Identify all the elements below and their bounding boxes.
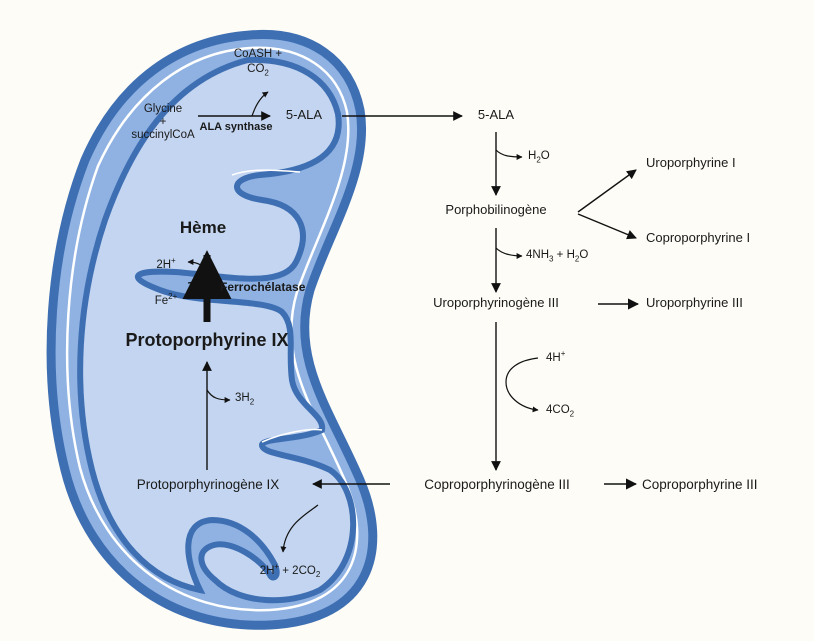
glycine-text: Glycine	[144, 103, 182, 115]
co2-subscript: 2	[264, 68, 268, 77]
label-4h: 4H+	[546, 349, 565, 365]
arrow-pbg-to-uro-i	[578, 170, 636, 212]
h2o-text-b: O	[541, 150, 550, 162]
uroporphyrine-i-text: Uroporphyrine I	[646, 155, 736, 170]
3h2-subscript: 2	[250, 397, 254, 406]
heme-text: Hème	[180, 218, 226, 237]
4h-superscript: +	[561, 349, 566, 358]
coash-text: CoASH +	[234, 48, 282, 60]
label-2h: 2H+	[156, 256, 175, 272]
coproporphyrine-i-text: Coproporphyrine I	[646, 230, 750, 245]
ala-mito-text: 5-ALA	[286, 107, 322, 122]
label-co2: CO2	[247, 63, 269, 77]
plus-text: +	[160, 116, 167, 128]
label-uroporphyrine-iii: Uroporphyrine III	[646, 296, 743, 311]
2h-2co2-text-b: + 2CO	[279, 565, 316, 577]
arrow-4h-4co2	[506, 358, 538, 410]
arrow-h2o-release	[496, 150, 522, 157]
label-3h2: 3H2	[235, 392, 254, 406]
label-ala-mito: 5-ALA	[286, 108, 322, 123]
label-2h-2co2: 2H+ + 2CO2	[260, 562, 321, 579]
label-succinylcoa: succinylCoA	[131, 129, 194, 142]
label-protoporphyrine-ix: Protoporphyrine IX	[125, 330, 288, 351]
label-ala-cytosol: 5-ALA	[478, 108, 514, 123]
label-coproporphyrine-i: Coproporphyrine I	[646, 231, 750, 246]
2h-superscript: +	[171, 256, 176, 265]
nh3-text-a: 4NH	[526, 249, 549, 261]
nh3-text-b: + H	[553, 249, 574, 261]
coproporphyrine-iii-text: Coproporphyrine III	[642, 477, 758, 492]
ferrochelatase-text: Ferrochélatase	[220, 280, 305, 294]
label-fe: Fe2+	[155, 292, 178, 308]
arrow-nh3-release	[496, 248, 522, 256]
label-plus: +	[160, 116, 167, 129]
label-ala-synthase: ALA synthase	[200, 121, 273, 134]
4h-text: 4H	[546, 352, 561, 364]
label-nh3-h2o: 4NH3 + H2O	[526, 249, 588, 263]
label-protoporphyrinogene-ix: Protoporphyrinogène IX	[137, 477, 280, 493]
label-heme: Hème	[180, 218, 226, 238]
ala-cytosol-text: 5-ALA	[478, 107, 514, 122]
label-coproporphyrine-iii: Coproporphyrine III	[642, 477, 758, 493]
2h-text: 2H	[156, 259, 171, 271]
arrow-pbg-to-copro-i	[578, 214, 636, 238]
nh3-text-c: O	[579, 249, 588, 261]
label-uroporphyrinogene-iii: Uroporphyrinogène III	[433, 296, 559, 311]
coproporphyrinogene-iii-text: Coproporphyrinogène III	[424, 477, 570, 492]
fe-text: Fe	[155, 295, 168, 307]
2h-2co2-subscript: 2	[316, 570, 320, 579]
label-porphobilinogene: Porphobilinogène	[445, 203, 546, 218]
3h2-text: 3H	[235, 392, 250, 404]
label-glycine: Glycine	[144, 103, 182, 116]
uroporphyrinogene-iii-text: Uroporphyrinogène III	[433, 295, 559, 310]
label-uroporphyrine-i: Uroporphyrine I	[646, 156, 736, 171]
fe-superscript: 2+	[168, 292, 177, 301]
uroporphyrine-iii-text: Uroporphyrine III	[646, 295, 743, 310]
co2-text: CO	[247, 63, 264, 75]
4co2-text: 4CO	[546, 404, 570, 416]
succinylcoa-text: succinylCoA	[131, 129, 194, 141]
protoporphyrinogene-ix-text: Protoporphyrinogène IX	[137, 477, 280, 492]
porphobilinogene-text: Porphobilinogène	[445, 202, 546, 217]
4co2-subscript: 2	[570, 409, 574, 418]
label-ferrochelatase: Ferrochélatase	[220, 281, 305, 295]
protoporphyrine-ix-text: Protoporphyrine IX	[125, 330, 288, 350]
ala-synthase-text: ALA synthase	[200, 121, 273, 133]
label-4co2: 4CO2	[546, 404, 574, 418]
label-coproporphyrinogene-iii: Coproporphyrinogène III	[424, 477, 570, 493]
2h-2co2-text-a: 2H	[260, 565, 275, 577]
label-h2o: H2O	[528, 150, 550, 164]
label-coash: CoASH +	[234, 48, 282, 61]
